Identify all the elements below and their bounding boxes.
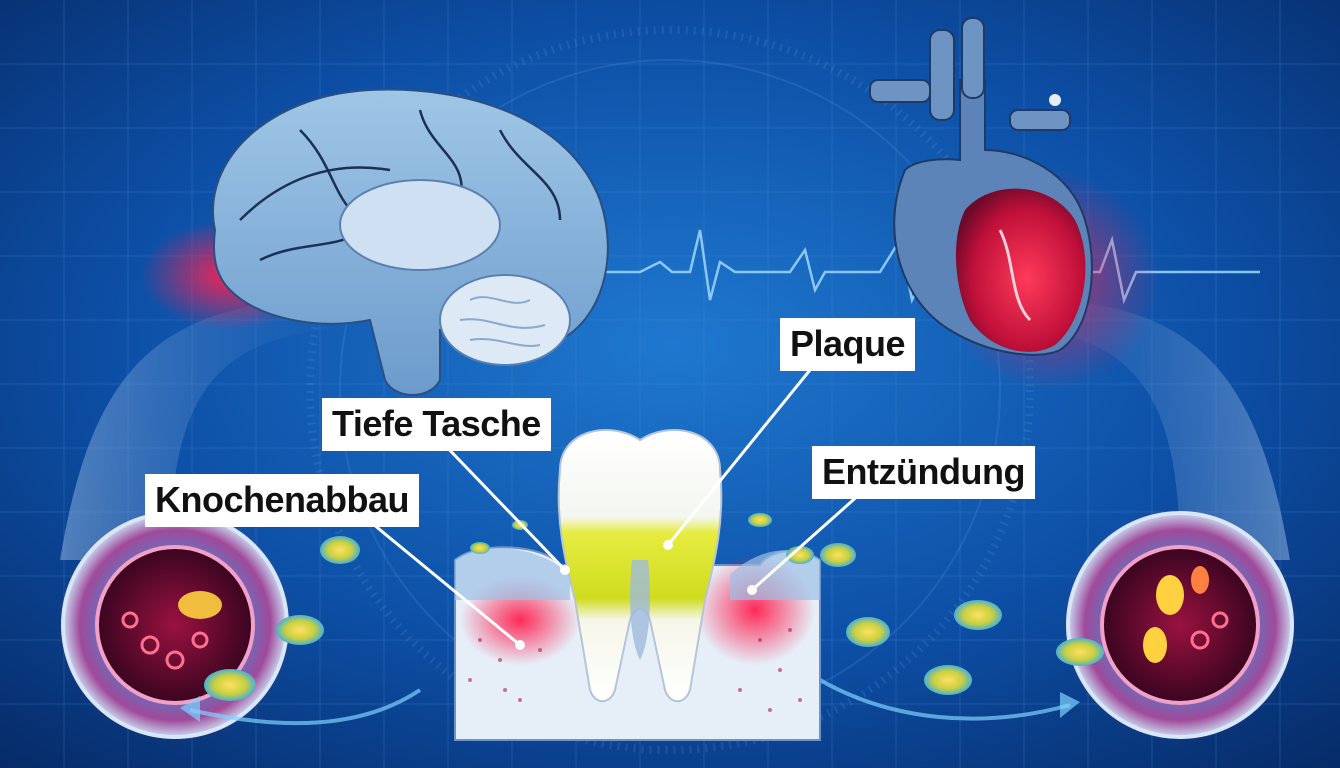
artery-right [1060, 505, 1300, 745]
label-knochenabbau: Knochenabbau [145, 474, 419, 527]
label-tiefe-tasche: Tiefe Tasche [322, 398, 551, 451]
artery-left [55, 505, 295, 745]
label-entzuendung: Entzündung [812, 446, 1035, 499]
label-plaque: Plaque [780, 318, 915, 371]
